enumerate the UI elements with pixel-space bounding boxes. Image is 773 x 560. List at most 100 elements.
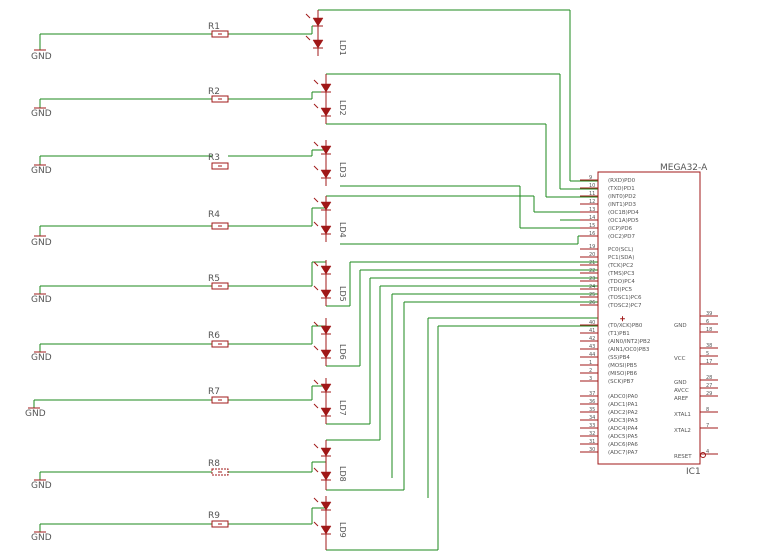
- ic-pin-number: 4: [706, 449, 709, 455]
- ic-pin-number: 33: [589, 423, 595, 429]
- ic-pin-number: 15: [589, 223, 595, 229]
- led-ld4: [313, 196, 332, 242]
- ic-pin-name: (TOSC2)PC7: [608, 303, 642, 309]
- ic-pin-name: (T0/XCK)PB0: [608, 323, 643, 329]
- ic-pin-name: (RXD)PD0: [608, 178, 636, 184]
- led-label-ld8: LD8: [338, 466, 347, 482]
- ic-pin-number: 13: [589, 207, 595, 213]
- ic-pin-number: 11: [589, 191, 595, 197]
- ic-pin-number: 19: [589, 244, 595, 250]
- ic-pin-number: 30: [589, 447, 595, 453]
- ic-pin-number: 17: [706, 359, 712, 365]
- ic-pin-name: (ADC5)PA5: [608, 434, 638, 440]
- ic-pin-number: 3: [589, 376, 592, 382]
- resistor-r2: [211, 95, 229, 103]
- ic-pin-name: (TDI)PC5: [608, 287, 633, 293]
- ground-label-6: GND: [31, 353, 52, 363]
- ic-right-label: GND: [674, 323, 687, 329]
- ic-pin-number: 16: [589, 231, 595, 237]
- resistor-label-r8: R8: [208, 459, 220, 469]
- ic-pin-number: 28: [706, 375, 712, 381]
- led-ld5: [313, 260, 332, 306]
- ic-pin-number: 37: [589, 391, 595, 397]
- led-label-ld1: LD1: [338, 40, 347, 56]
- ic-pin-number: 23: [589, 276, 595, 282]
- led-ld9: [313, 496, 332, 550]
- resistor-label-r9: R9: [208, 511, 220, 521]
- ic-pin-name: (TXD)PD1: [608, 186, 635, 192]
- led-ld8: [313, 440, 332, 490]
- ic-pin-name: (ADC6)PA6: [608, 442, 638, 448]
- ic-pin-name: (ADC4)PA4: [608, 426, 638, 432]
- ground-label-8: GND: [31, 481, 52, 491]
- led-label-ld2: LD2: [338, 100, 347, 116]
- ic-right-label: GND: [674, 380, 687, 386]
- ic-pin-number: 25: [589, 292, 595, 298]
- led-ld6: [313, 318, 332, 366]
- resistor-label-r6: R6: [208, 331, 220, 341]
- ic-name-label: IC1: [686, 467, 701, 477]
- ic-right-label: AVCC: [674, 388, 689, 394]
- ic-pin-number: 20: [589, 252, 595, 258]
- ic-pin-name: (AIN1/OC0)PB3: [608, 347, 650, 353]
- ic-pin-number: 44: [589, 352, 595, 358]
- ic-pin-name: (ADC0)PA0: [608, 394, 638, 400]
- resistor-label-r4: R4: [208, 210, 220, 220]
- led-label-ld5: LD5: [338, 286, 347, 302]
- ic-pin-number: 7: [706, 423, 709, 429]
- ic-pin-name: (TOSC1)PC6: [608, 295, 642, 301]
- ic-pin-name: (SCK)PB7: [608, 379, 634, 385]
- ic-pin-name: (AIN0/INT2)PB2: [608, 339, 650, 345]
- ic-pin-number: 1: [589, 360, 592, 366]
- ground-label-7: GND: [25, 409, 46, 419]
- ic-part-label: MEGA32-A: [660, 163, 708, 173]
- resistor-label-r2: R2: [208, 87, 220, 97]
- led-ld1: [305, 10, 324, 56]
- ic-right-pins: GNDVCCGNDAVCCAREFXTAL1XTAL2RESET39618385…: [674, 311, 718, 460]
- led-stage-6: [39, 269, 598, 367]
- ic-pin-number: 24: [589, 284, 595, 290]
- ic-pin-name: (ADC7)PA7: [608, 450, 638, 456]
- ic-pin-number: 5: [706, 351, 709, 357]
- ic-pin-number: 18: [706, 327, 712, 333]
- ic-pin-number: 8: [706, 407, 709, 413]
- ic-pin-name: (ADC3)PA3: [608, 418, 638, 424]
- ic-pin-number: 36: [589, 399, 595, 405]
- ic-pin-name: (T1)PB1: [608, 331, 630, 337]
- ic-right-label: VCC: [674, 356, 686, 362]
- ic-pin-number: 34: [589, 415, 595, 421]
- led-label-ld6: LD6: [338, 344, 347, 360]
- microcontroller-ic1: MEGA32-A IC1 + 9(RXD)PD010(TXD)PD111(INT…: [580, 163, 718, 477]
- ic-pin-number: 38: [706, 343, 712, 349]
- ground-label-4: GND: [31, 238, 52, 248]
- ic-pin-name: (ADC1)PA1: [608, 402, 638, 408]
- ic-pin-name: (ICP)PD6: [608, 226, 633, 232]
- ic-origin-mark: +: [620, 314, 625, 324]
- led-stage-8: [39, 285, 598, 491]
- ground-label-3: GND: [31, 166, 52, 176]
- resistor-label-r5: R5: [208, 274, 220, 284]
- reset-bubble: [700, 452, 706, 458]
- resistor-r9: [211, 520, 229, 528]
- ic-pin-name: (OC1A)PD5: [608, 218, 639, 224]
- led-stage-9: [39, 317, 598, 551]
- led-label-ld9: LD9: [338, 522, 347, 538]
- ic-pin-number: 31: [589, 439, 595, 445]
- ic-pin-name: (MOSI)PB5: [608, 363, 638, 369]
- resistor-r4: [211, 222, 229, 230]
- ic-pin-number: 14: [589, 215, 595, 221]
- ground-label-1: GND: [31, 52, 52, 62]
- ic-pin-number: 35: [589, 407, 595, 413]
- ground-label-2: GND: [31, 109, 52, 119]
- led-stage-3: [39, 123, 598, 198]
- ic-pin-name: (TDO)PC4: [608, 279, 635, 285]
- ic-pin-number: 10: [589, 183, 595, 189]
- ic-pin-name: (INT0)PD2: [608, 194, 636, 200]
- ic-pin-number: 12: [589, 199, 595, 205]
- led-ld3: [313, 140, 332, 186]
- ic-pin-number: 40: [589, 320, 595, 326]
- ic-pin-name: (OC2)PD7: [608, 234, 636, 240]
- ic-pin-number: 32: [589, 431, 595, 437]
- ic-pin-name: (MISO)PB6: [608, 371, 638, 377]
